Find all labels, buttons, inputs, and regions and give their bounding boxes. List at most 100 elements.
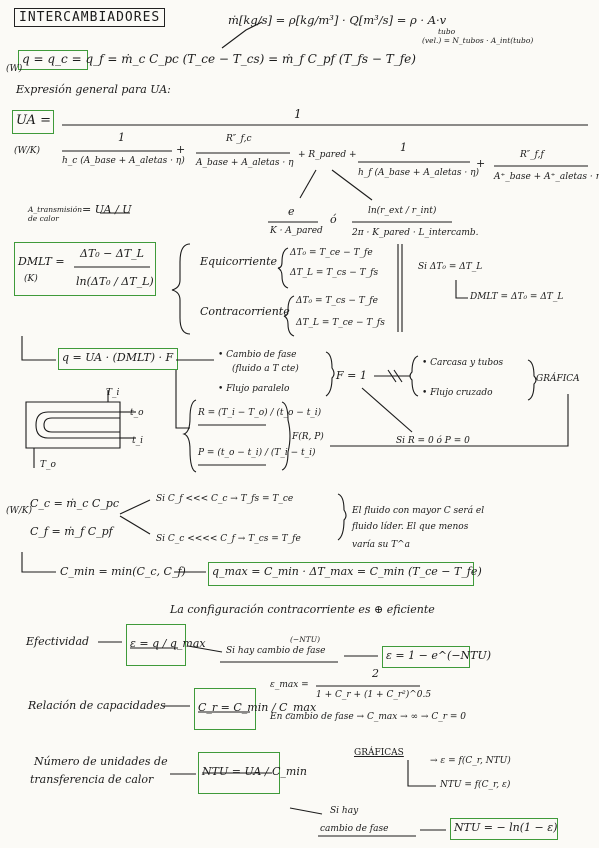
dmlt-contra: Contracorriente — [200, 305, 290, 318]
q-ua-arrow — [21, 336, 56, 361]
f-case-3: • Carcasa y tubos — [422, 358, 504, 368]
contra-efic: La configuración contracorriente es ⊕ ef… — [170, 603, 435, 616]
tube-u-outer — [35, 411, 120, 439]
tube-shell — [25, 401, 121, 449]
fcases-brace-1 — [325, 351, 335, 397]
f-P: P = (t_o − t_i) / (T_i − t_i) — [198, 448, 316, 458]
dmlt-si: Si ΔT₀ = ΔT_L — [418, 262, 483, 272]
heat-eq-box — [18, 50, 88, 70]
ua-t4-den: h_f (A_base + A_aletas · η) — [358, 168, 479, 178]
mass-flow-area-sub: tubo — [438, 27, 456, 36]
relacion-box — [194, 688, 256, 730]
dmlt-then: DMLT = ΔT₀ = ΔT_L — [470, 292, 564, 302]
diag-ti: t_i — [132, 436, 143, 446]
diag-to: t_o — [130, 408, 144, 418]
rpared-cyl-num: ln(r_ext / r_int) — [368, 206, 437, 216]
f-case-4: • Flujo cruzado — [422, 388, 493, 398]
dmlt-equi-2: ΔT_L = T_cs − T_fs — [290, 268, 379, 278]
ua-box — [12, 110, 54, 134]
rpared-plane-num: e — [288, 205, 295, 218]
efectividad-eq: ε = q / q_max — [130, 637, 206, 650]
q-ua-down — [175, 370, 190, 429]
ua-t3: + R_pared + — [298, 150, 357, 160]
dmlt-equi: Equicorriente — [200, 255, 278, 268]
page-title: INTERCAMBIADORES — [14, 8, 166, 27]
tube-u-inner — [43, 417, 120, 433]
dmlt-contra-2: ΔT_L = T_ce − T_fs — [296, 318, 385, 328]
diag-Ti: T_i — [106, 388, 120, 398]
cap-split-arrows — [119, 499, 151, 535]
mass-flow-eq: ṁ[kg/s] = ρ[kg/m³] · Q[m³/s] = ρ · A·v — [228, 13, 447, 27]
cap-note-3: varía su T^a — [352, 540, 411, 550]
dmlt-equi-1: ΔT₀ = T_ce − T_fe — [290, 248, 373, 258]
emax-den: 1 + C_r + (1 + C_r²)^0.5 — [316, 690, 432, 700]
ntu-graficas: GRÁFICAS — [354, 748, 404, 758]
ua-t1-den: h_c (A_base + A_aletas · η) — [62, 156, 185, 166]
contra-brace — [283, 295, 295, 337]
equi-brace — [277, 247, 289, 289]
cap-s1: Si C_f <<< C_c → T_fs = T_ce — [156, 494, 294, 504]
efectividad-box — [126, 624, 186, 666]
cap-note-1: El fluido con mayor C será el — [352, 506, 485, 516]
rpared-or: ó — [330, 213, 337, 226]
dmlt-arrow — [455, 280, 468, 299]
ua-t1-num: 1 — [118, 131, 125, 144]
ntu-si-arrow — [289, 807, 323, 815]
heat-eq: q = q_c = q_f = ṁ_c C_pc (T_ce − T_cs) =… — [22, 52, 416, 66]
f-R: R = (T_i − T_o) / (t_o − t_i) — [198, 408, 322, 418]
rp-brace — [182, 399, 197, 473]
mass-flow-arrow — [221, 21, 263, 49]
qmax-eq: q_max = C_min · ΔT_max = C_min (T_ce − T… — [212, 565, 482, 578]
f-si-rp: Si R = 0 ó P = 0 — [396, 436, 470, 446]
efectividad-res: ε = 1 − e^(−NTU) — [386, 649, 492, 662]
ua-t4-num: 1 — [400, 141, 407, 154]
relacion-note: En cambio de fase → C_max → ∞ → C_r = 0 — [270, 712, 467, 722]
emax-label: ε_max = — [270, 680, 309, 690]
f-case-2: • Flujo paralelo — [218, 384, 290, 394]
ntu-si-2: cambio de fase — [320, 824, 389, 834]
frp-brace — [281, 401, 291, 471]
ntu-g1: → ε = f(C_r, NTU) — [430, 756, 511, 766]
dmlt-label: DMLT = — [18, 255, 65, 268]
ua-plus-1: + — [176, 143, 186, 156]
ua-unit: (W/K) — [14, 146, 41, 156]
ua-t5-num: R″_f,f — [520, 150, 544, 160]
u-def-label: A_transmisión de calor — [28, 205, 83, 223]
cmin-arrow — [21, 552, 56, 573]
ua-plus-2: + — [476, 157, 486, 170]
ntu-g2-arrow — [407, 760, 436, 787]
relacion-label: Relación de capacidades — [28, 699, 166, 712]
dmlt-contra-1: ΔT₀ = T_cs − T_fe — [296, 296, 378, 306]
qmax-box — [208, 562, 474, 586]
ntu-label-2: transferencia de calor — [30, 773, 154, 786]
f-frp: F(R, P) — [292, 432, 324, 442]
ua-t5-den: A⁺_base + A⁺_aletas · η — [494, 172, 599, 182]
cmin-eq: C_min = min(C_c, C_f) — [60, 565, 186, 578]
rpared-cyl-den: 2π · K_pared · L_intercamb. — [352, 228, 479, 238]
efectividad-si: Si hay cambio de fase — [226, 646, 326, 656]
ua-t2-num: R″_f,c — [226, 134, 252, 144]
rpared-plane-den: K · A_pared — [270, 226, 323, 236]
q-ua-box — [58, 348, 178, 370]
efectividad-exp: (−NTU) — [290, 635, 321, 644]
efectividad-label: Efectividad — [26, 635, 90, 648]
dmlt-den: ln(ΔT₀ / ΔT_L) — [76, 275, 154, 288]
relacion-eq: C_r = C_min / C_max — [198, 701, 317, 714]
grafica-brace — [527, 359, 537, 401]
f-equals-1: F = 1 — [336, 369, 367, 382]
dmlt-num: ΔT₀ − ΔT_L — [80, 247, 144, 260]
efectividad-si-arrow — [187, 645, 223, 653]
f-grafica: GRÁFICA — [536, 374, 580, 384]
ntu-box — [198, 752, 280, 794]
si-rp-arrow — [361, 387, 413, 433]
efectividad-res-box — [382, 646, 470, 668]
cap-unit: (W/K) — [6, 506, 33, 516]
fcases-brace-2 — [409, 355, 419, 397]
dmlt-box — [14, 242, 156, 296]
dmlt-unit: (K) — [24, 274, 38, 284]
ua-intro: Expresión general para UA: — [16, 83, 171, 96]
ntu-g2: NTU = f(C_r, ε) — [440, 780, 511, 790]
rpared-arrow-2 — [331, 169, 373, 201]
cap-cc: C_c = ṁ_c C_pc — [30, 497, 119, 510]
